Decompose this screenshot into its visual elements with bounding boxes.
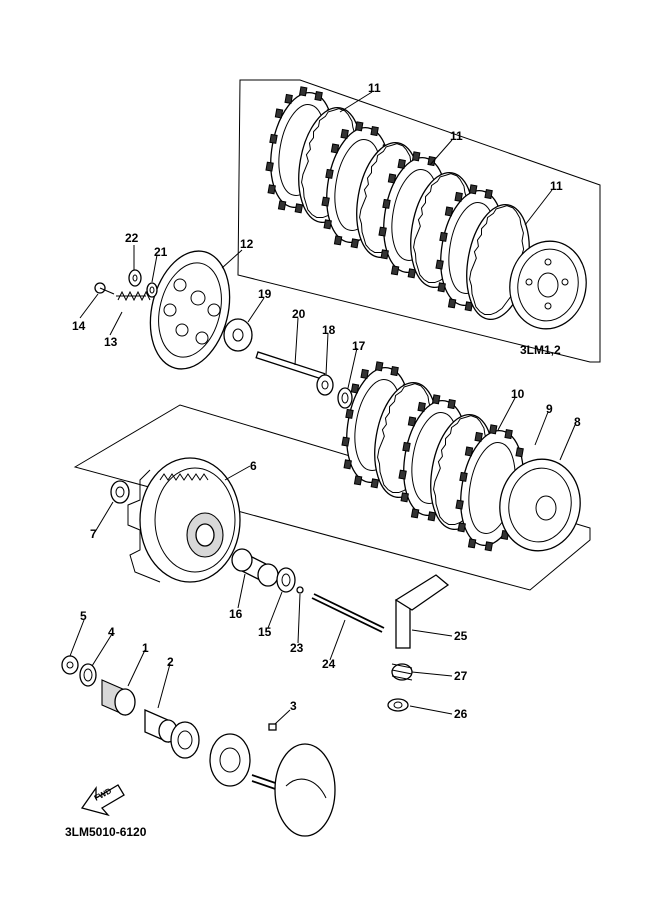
callout-15: 15	[258, 625, 272, 639]
callout-11b: 11	[450, 129, 463, 143]
callout-11c: 11	[550, 179, 563, 193]
upper-plate-stack	[258, 82, 587, 330]
callout-27: 27	[454, 669, 468, 683]
upper-kit-box: 3LM1,2	[237, 79, 601, 363]
crankshaft	[251, 743, 336, 837]
callout-21: 21	[154, 245, 168, 259]
callout-5: 5	[80, 609, 87, 623]
lower-plate-stack	[334, 357, 581, 556]
callout-14: 14	[72, 319, 86, 333]
callout-numbers: 1 2 3 4 5 6 7 8 9 10 11 11 11 12 13 14 1…	[72, 81, 581, 721]
push-lever-assembly	[387, 574, 450, 712]
callout-2: 2	[167, 655, 174, 669]
callout-1: 1	[142, 641, 149, 655]
ball-23	[296, 586, 304, 594]
callout-26: 26	[454, 707, 468, 721]
pressure-plate-assembly	[94, 250, 353, 409]
bushing-and-washer	[231, 548, 296, 593]
callout-13: 13	[104, 335, 118, 349]
callout-11a: 11	[368, 81, 381, 95]
callout-20: 20	[292, 307, 306, 321]
fwd-arrow-icon: FWD	[80, 784, 125, 817]
callout-17: 17	[352, 339, 366, 353]
primary-drive-parts	[61, 655, 277, 787]
push-rod-24	[311, 597, 383, 633]
callout-25: 25	[454, 629, 468, 643]
callout-24: 24	[322, 657, 336, 671]
callout-22: 22	[125, 231, 139, 245]
callout-leaders	[69, 91, 576, 725]
washer-7	[110, 480, 130, 504]
callout-12: 12	[240, 237, 254, 251]
callout-3: 3	[290, 699, 297, 713]
kit-label: 3LM1,2	[520, 343, 561, 357]
callout-9: 9	[546, 402, 553, 416]
lower-kit-box	[73, 404, 591, 591]
callout-8: 8	[574, 415, 581, 429]
callout-4: 4	[108, 625, 115, 639]
footer-code: 3LM5010-6120	[65, 825, 147, 839]
clutch-housing	[127, 457, 241, 583]
callout-6: 6	[250, 459, 257, 473]
callout-19: 19	[258, 287, 272, 301]
callout-18: 18	[322, 323, 336, 337]
callout-16: 16	[229, 607, 243, 621]
callout-7: 7	[90, 527, 97, 541]
callout-23: 23	[290, 641, 304, 655]
callout-10: 10	[511, 387, 525, 401]
